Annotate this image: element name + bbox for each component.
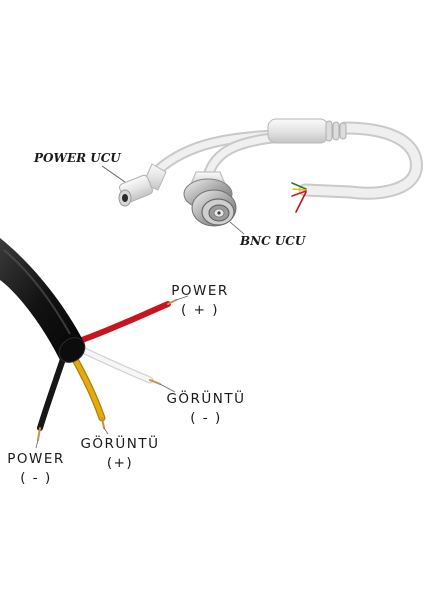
power-plus-label: POWER ( + ) [162,282,238,320]
power-plus-sign: ( + ) [181,302,219,318]
goruntu-plus-label: GÖRÜNTÜ (+) [72,435,168,473]
bnc-ucu-label: BNC UCU [240,234,306,248]
small-stripped-wires [291,182,307,213]
black-4-wire-cable [0,238,177,441]
goruntu-plus-name: GÖRÜNTÜ [80,436,160,452]
dc-power-plug [118,163,167,207]
power-plus-name: POWER [171,283,229,299]
power-ucu-label: POWER UCU [34,151,121,165]
power-minus-label: POWER ( - ) [0,450,72,488]
goruntu-minus-label: GÖRÜNTÜ ( - ) [158,390,254,428]
power-minus-sign: ( - ) [20,470,52,486]
power-minus-name: POWER [7,451,65,467]
bnc-connector [183,171,237,227]
top-pointer-lines [101,165,245,235]
bottom-pointer-lines [35,295,189,449]
goruntu-minus-name: GÖRÜNTÜ [166,391,246,407]
goruntu-plus-sign: (+) [106,455,134,471]
white-y-cable [152,118,423,200]
goruntu-minus-sign: ( - ) [190,410,222,426]
